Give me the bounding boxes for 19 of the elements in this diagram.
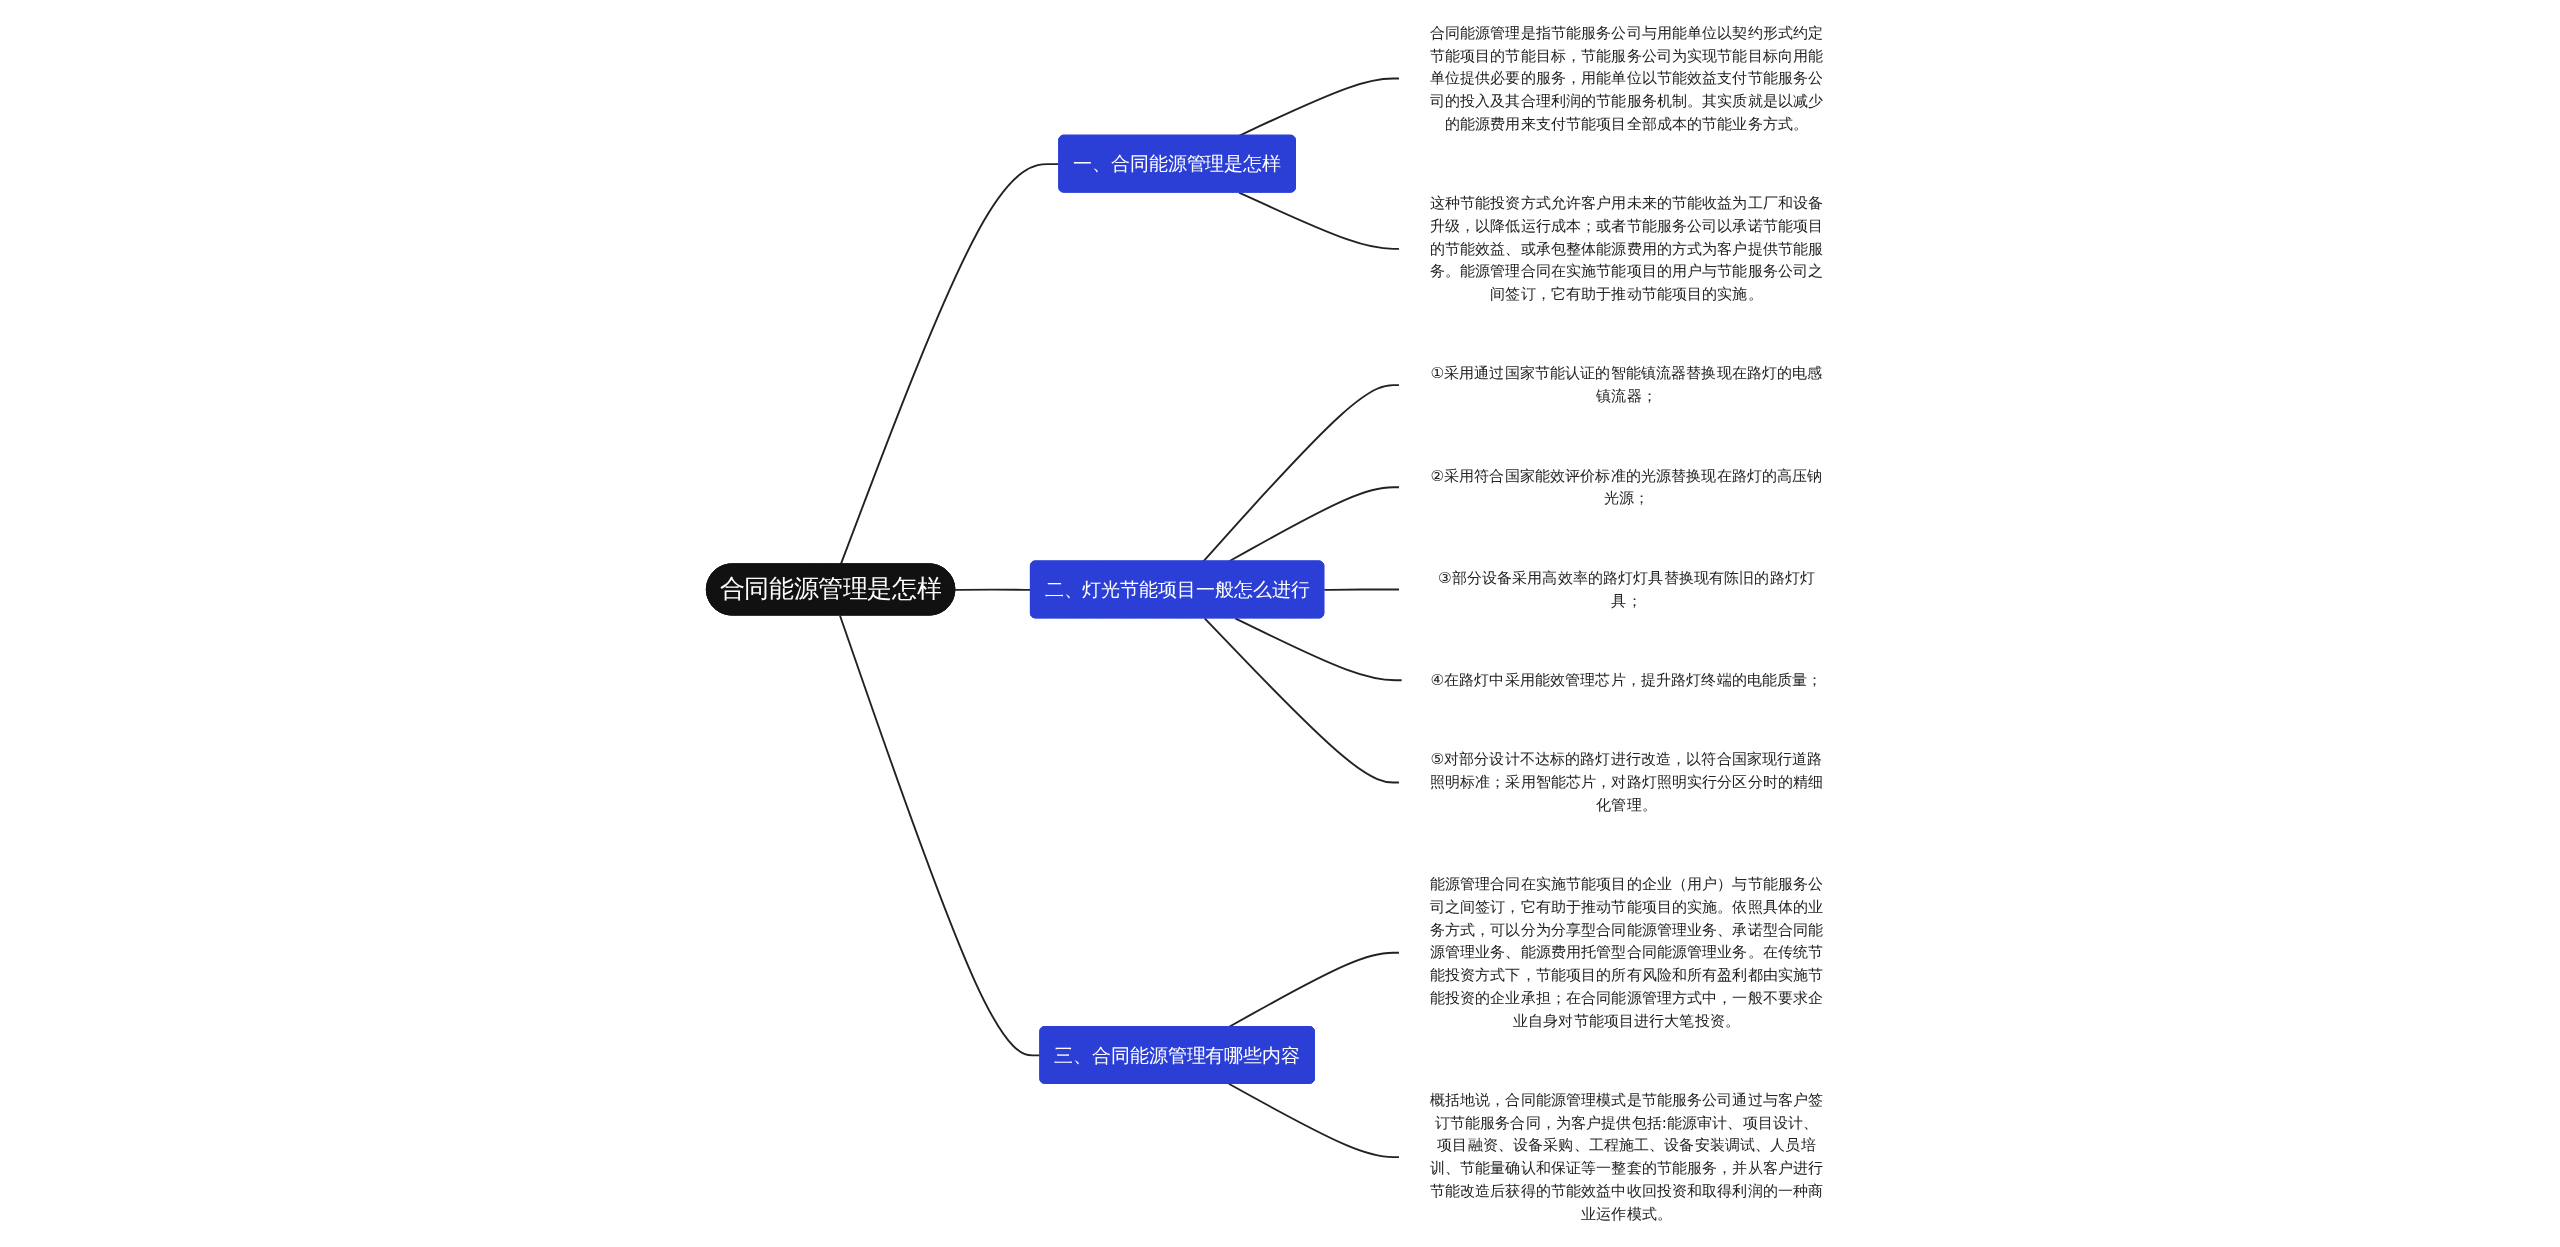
connector — [1202, 384, 1401, 563]
node-text: 这种节能投资方式允许客户用未来的节能收益为工厂和设备升级，以降低运行成本；或者节能服务公司以承诺节能项目的节能效益、或承包整体能源费用的方式为客户提供节能服务。能源管理合同在实施节能项目的用户与节能服务公司之间签订，它有助于推动节能项目的实施。 — [1429, 193, 1824, 303]
node-text: 合同能源管理是指节能服务公司与用能单位以契约形式约定节能项目的节能目标，节能服务公司为实现节能目标向用能单位提供必要的服务，用能单位以节能效益支付节能服务公司的投入及其合理利润的节能服务机制。其实质就是以减少的能源费用来支付节能项目全部成本的节能业务方式。 — [1429, 23, 1824, 133]
node-text: ④在路灯中采用能效管理芯片，提升路灯终端的电能质量； — [1430, 670, 1823, 689]
node-text: ③部分设备采用高效率的路灯灯具替换现有陈旧的路灯灯具； — [1438, 568, 1815, 610]
connector — [1234, 617, 1404, 682]
connector — [1203, 617, 1401, 784]
connector — [1227, 486, 1401, 563]
node-text: ②采用符合国家能效评价标准的光源替换现在路灯的高压钠光源； — [1430, 466, 1823, 508]
node-text: ①采用通过国家节能认证的智能镇流器替换现在路灯的电感镇流器； — [1430, 364, 1823, 405]
node-text: 概括地说，合同能源管理模式是节能服务公司通过与客户签订节能服务合同，为客户提供包括:能源审计、项目设计、项目融资、设备采购、工程施工、设备安装调试、人员培训、节能量确认和保证等一整套的节能服务，并从客户进行节能改造后获得的节能效益中收回投资和取得利润的一种商业运作模式。 — [1429, 1090, 1824, 1223]
connector — [1227, 951, 1401, 1028]
connector — [1227, 1082, 1401, 1159]
connector — [954, 588, 1032, 591]
connector — [1323, 588, 1401, 591]
connector — [1238, 191, 1401, 250]
node-text: 能源管理合同在实施节能项目的企业（用户）与节能服务公司之间签订，它有助于推动节能项目的实施。依照具体的业务方式，可以分为分享型合同能源管理业务、承诺型合同能源管理业务、能源费用托管型合同能源管理业务。在传统节能投资方式下，节能项目的所有风险和所有盈利都由实施节能投资的企业承担；在合同能源管理方式中，一般不要求企业自身对节能项目进行大笔投资。 — [1429, 875, 1824, 1030]
node-text: ⑤对部分设计不达标的路灯进行改造，以符合国家现行道路照明标准；采用智能芯片，对路灯照明实行分区分时的精细化管理。 — [1429, 750, 1824, 814]
connector — [1238, 77, 1401, 137]
